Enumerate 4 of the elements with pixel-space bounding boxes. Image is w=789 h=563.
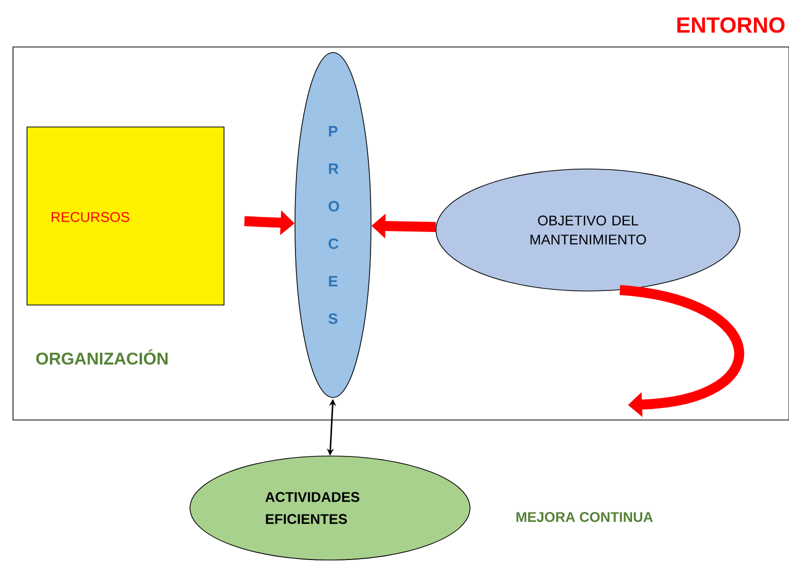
environment-label: ENTORNO — [677, 17, 785, 33]
resources-box: RECURSOS — [26, 126, 224, 306]
improvement-label: MEJORA CONTINUA — [516, 512, 653, 522]
arrow — [619, 285, 744, 417]
